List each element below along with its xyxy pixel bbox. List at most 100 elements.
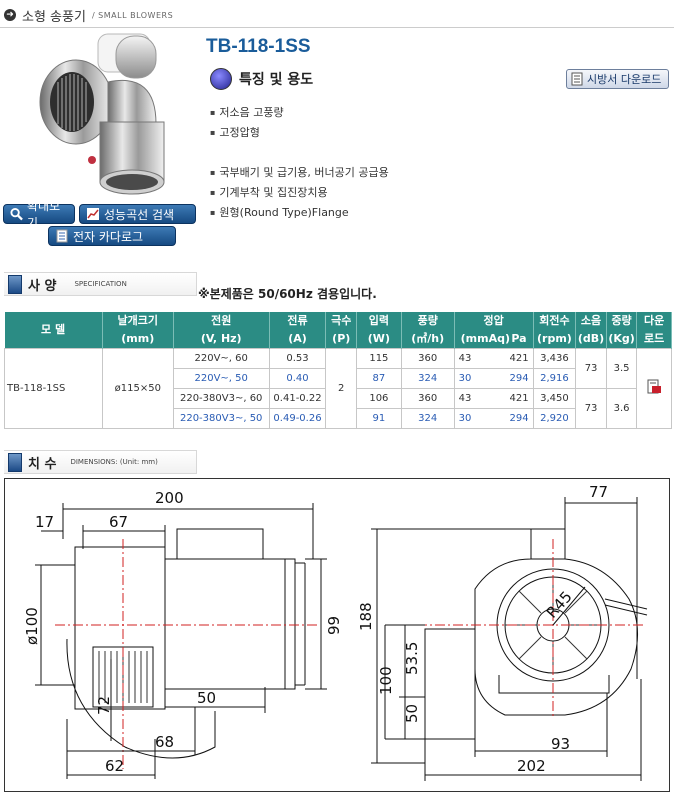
- cell-impeller: ø115×50: [101, 348, 174, 429]
- col-power-unit: (V, Hz): [173, 330, 270, 349]
- spec-section-title: 사 양: [28, 278, 57, 294]
- cell-pa: 294: [509, 413, 529, 424]
- dim-r45: R45: [543, 588, 576, 622]
- cell-mmaq: 30: [458, 373, 472, 384]
- col-pressure-unit: (mmAq)Pa: [454, 330, 534, 349]
- cell-input: 115: [356, 348, 402, 369]
- dim-202: 202: [517, 757, 546, 775]
- pressure-unit-pa: Pa: [511, 332, 527, 345]
- col-power: 전원: [173, 312, 270, 330]
- product-image: [39, 33, 165, 195]
- cell-mmaq: 43: [458, 353, 472, 364]
- col-impeller: 날개크기: [102, 312, 174, 330]
- col-airflow: 풍량: [401, 312, 455, 330]
- cell-pa: 421: [509, 393, 529, 404]
- cell-airflow: 360: [400, 348, 455, 369]
- dim-77: 77: [589, 483, 608, 501]
- dim-17: 17: [35, 513, 54, 531]
- dim-53-5: 53.5: [403, 642, 421, 675]
- dim-62: 62: [105, 757, 124, 775]
- feature-orb-icon: [210, 68, 232, 90]
- dim-100-right: 100: [377, 666, 395, 695]
- dim-50-right: 50: [403, 704, 421, 723]
- col-weight-unit: (Kg): [606, 330, 638, 349]
- table-row: TB-118-1SS ø115×50 220V~, 60 0.53 2 115 …: [4, 348, 672, 429]
- cell-noise: 73: [575, 348, 607, 389]
- page-header: ➜ 소형 송풍기 / SMALL BLOWERS: [4, 4, 173, 26]
- e-catalog-label: 전자 카다로그: [73, 229, 144, 244]
- col-download: 다운: [636, 312, 672, 330]
- feature-item: 국부배기 및 급기용, 버너공기 공급용: [210, 162, 388, 182]
- cell-current: 0.40: [268, 368, 327, 389]
- e-catalog-button[interactable]: 전자 카다로그: [48, 226, 176, 246]
- dim-200: 200: [155, 489, 184, 507]
- spec-table: 모 델 날개크기 전원 전류 극수 입력 풍량 정압 회전수 소음 중량 다운 …: [4, 312, 672, 429]
- col-current: 전류: [269, 312, 327, 330]
- header-divider: [0, 27, 674, 28]
- cell-airflow: 360: [400, 388, 455, 409]
- front-view: [371, 497, 648, 781]
- col-noise: 소음: [575, 312, 607, 330]
- cell-pa: 421: [509, 353, 529, 364]
- category-subtitle: / SMALL BLOWERS: [91, 10, 174, 20]
- zoom-button[interactable]: 확대보기: [3, 199, 75, 230]
- spec-section-header: 사 양 SPECIFICATION: [4, 272, 197, 296]
- cell-pressure: 43 421: [453, 348, 534, 369]
- feature-item: 기계부착 및 집진장치용: [210, 182, 389, 202]
- dim-68: 68: [155, 733, 174, 751]
- col-poles-unit: (P): [325, 330, 357, 349]
- cell-current: 0.49-0.26: [268, 408, 327, 429]
- cell-rpm: 2,916: [532, 368, 577, 389]
- cell-pa: 294: [509, 373, 529, 384]
- model-title: TB-118-1SS: [206, 36, 311, 57]
- cell-pressure: 30 294: [453, 368, 534, 389]
- cell-model: TB-118-1SS: [4, 348, 103, 429]
- table-header-row-1: 모 델 날개크기 전원 전류 극수 입력 풍량 정압 회전수 소음 중량 다운: [4, 312, 672, 349]
- cell-poles: 2: [325, 348, 357, 429]
- dim-67: 67: [109, 513, 128, 531]
- col-weight: 중량: [606, 312, 638, 330]
- cell-weight: 3.6: [605, 388, 638, 429]
- cell-current: 0.53: [268, 348, 327, 369]
- arrow-right-icon: ➜: [4, 9, 16, 21]
- feature-item: 저소음 고풍량: [210, 102, 283, 122]
- section-book-icon: [8, 274, 22, 294]
- col-noise-unit: (dB): [575, 330, 607, 349]
- side-view: [35, 503, 327, 779]
- cell-download[interactable]: [636, 348, 672, 429]
- feature-item: 원형(Round Type)Flange: [210, 202, 389, 222]
- frequency-notice: ※본제품은 50/60Hz 겸용입니다.: [198, 287, 377, 301]
- col-model: 모 델: [4, 312, 103, 349]
- cell-power: 220-380V3~, 60: [172, 388, 270, 409]
- col-poles: 극수: [325, 312, 357, 330]
- cell-current: 0.41-0.22: [268, 388, 327, 409]
- cell-input: 106: [356, 388, 402, 409]
- features-heading: 특징 및 용도: [210, 68, 313, 90]
- dim-d100: ø100: [23, 607, 41, 645]
- cell-power: 220-380V3~, 50: [172, 408, 270, 429]
- cell-power: 220V~, 60: [172, 348, 270, 369]
- dim-50-left: 50: [197, 689, 216, 707]
- feature-list-a: 저소음 고풍량 고정압형: [210, 102, 283, 142]
- col-download-2: 로드: [636, 330, 672, 349]
- section-book-icon: [8, 452, 22, 472]
- features-title: 특징 및 용도: [239, 72, 314, 88]
- pdf-download-icon[interactable]: [646, 379, 662, 395]
- performance-curve-button[interactable]: 성능곡선 검색: [79, 204, 196, 224]
- cell-rpm: 3,450: [532, 388, 577, 409]
- dimension-section-title: 치 수: [28, 456, 57, 472]
- dimension-section-header: 치 수 DIMENSIONS: (Unit: mm): [4, 450, 197, 474]
- spec-download-button[interactable]: 시방서 다운로드: [566, 69, 669, 89]
- table-header-row-2: (mm) (V, Hz) (A) (P) (W) (㎥/h) (mmAq)Pa …: [5, 330, 672, 349]
- cell-rpm: 3,436: [532, 348, 577, 369]
- dimension-drawing: 200 17 67 50 68 62 ø100 99 72: [4, 478, 670, 792]
- cell-weight: 3.5: [605, 348, 638, 389]
- magnifier-icon: [10, 207, 23, 221]
- cell-rpm: 2,920: [532, 408, 577, 429]
- dim-188: 188: [357, 602, 375, 631]
- catalog-icon: [56, 229, 68, 243]
